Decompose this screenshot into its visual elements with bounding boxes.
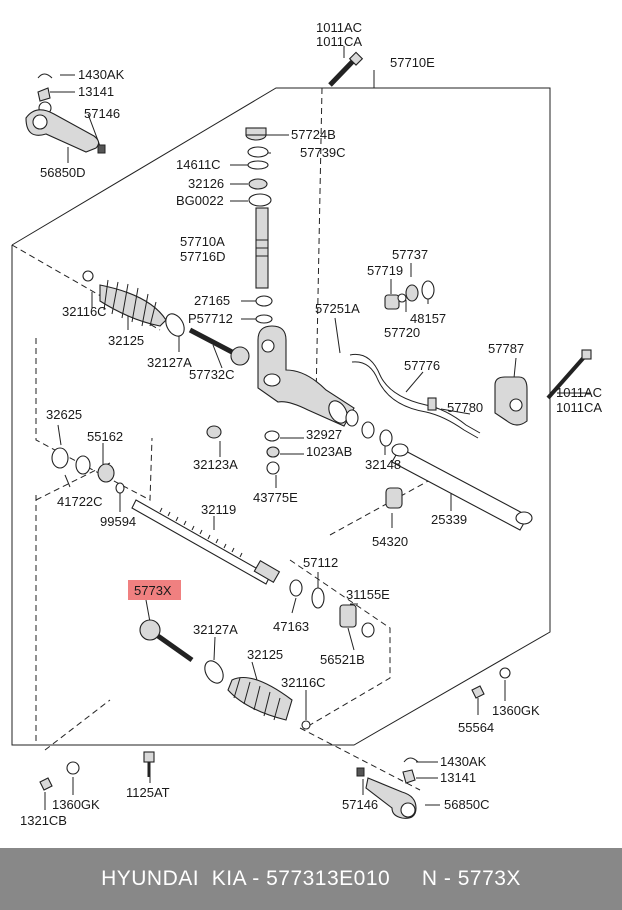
label-bg0022: BG0022: [176, 193, 224, 208]
label-1430ak-top: 1430AK: [78, 67, 125, 82]
label-32119: 32119: [201, 502, 236, 517]
label-32123a: 32123A: [193, 457, 238, 472]
label-1125at: 1125AT: [126, 785, 170, 800]
label-57720: 57720: [384, 325, 420, 340]
label-32116c-top: 32116C: [62, 304, 107, 319]
footer-bar: HYUNDAI KIA - 577313E010 N - 5773X: [0, 848, 622, 910]
label-32125-top: 32125: [108, 333, 144, 348]
label-57146-top: 57146: [84, 106, 120, 121]
label-54320: 54320: [372, 534, 408, 549]
label-57737: 57737: [392, 247, 428, 262]
label-31155e: 31155E: [346, 587, 390, 602]
label-55564: 55564: [458, 720, 494, 735]
tie-rod-end-bottom: [356, 757, 419, 819]
label-1430ak-bottom: 1430AK: [440, 754, 487, 769]
label-57710a: 57710A: [180, 234, 225, 249]
yoke-parts: [384, 280, 435, 310]
boot-bottom: [204, 660, 311, 730]
label-56850c: 56850C: [444, 797, 490, 812]
pipe-assembly: [349, 353, 481, 439]
label-5773x: 5773X: [134, 583, 172, 598]
label-14611c: 14611C: [176, 157, 221, 172]
label-1011ca-right: 1011CA: [556, 400, 602, 415]
label-32127a-bottom: 32127A: [193, 622, 238, 637]
label-57251a: 57251A: [315, 301, 360, 316]
inner-tie-rod-bottom: [139, 619, 194, 663]
steering-gear-exploded-diagram: 1011AC 1011CA 57710E 1430AK 13141 57146 …: [11, 20, 602, 828]
lower-right-nuts: [471, 667, 511, 699]
tie-rod-end-top: [25, 73, 106, 154]
boot-top: [82, 270, 185, 337]
part-labels: 1011AC 1011CA 57710E 1430AK 13141 57146 …: [20, 20, 602, 828]
lower-right-parts: [289, 579, 375, 638]
label-55162: 55162: [87, 429, 123, 444]
label-1011ac-top: 1011AC: [316, 20, 362, 35]
label-32625: 32625: [46, 407, 82, 422]
label-57739c: 57739C: [300, 145, 346, 160]
label-1011ca-top: 1011CA: [316, 34, 362, 49]
label-57724b: 57724B: [291, 127, 336, 142]
label-57716d: 57716D: [180, 249, 226, 264]
label-32125-bottom: 32125: [247, 647, 283, 662]
label-1360gk-right: 1360GK: [492, 703, 540, 718]
label-13141-bottom: 13141: [440, 770, 476, 785]
label-32127a-top: 32127A: [147, 355, 192, 370]
label-57146-bottom: 57146: [342, 797, 378, 812]
label-57719: 57719: [367, 263, 403, 278]
bottom-left-fasteners: [39, 751, 155, 791]
label-1321cb: 1321CB: [20, 813, 67, 828]
label-57112: 57112: [303, 555, 338, 570]
label-57787: 57787: [488, 341, 524, 356]
footer-text: HYUNDAI KIA - 577313E010 N - 5773X: [101, 867, 521, 890]
highlight-box: [128, 580, 181, 600]
label-56521b: 56521B: [320, 652, 365, 667]
label-1023ab: 1023AB: [306, 444, 352, 459]
left-small-parts: [51, 447, 125, 494]
bolt-top: [328, 51, 364, 87]
label-1360gk-left: 1360GK: [52, 797, 100, 812]
label-1011ac-right: 1011AC: [556, 385, 602, 400]
pinion-stack: [245, 127, 273, 324]
label-32927: 32927: [306, 427, 342, 442]
label-57780: 57780: [447, 400, 483, 415]
inner-tie-rod-top: [188, 327, 250, 366]
label-43775e: 43775E: [253, 490, 298, 505]
label-p57712: P57712: [188, 311, 233, 326]
gear-housing: [257, 325, 355, 427]
bracket-right: [494, 349, 592, 426]
label-57732c: 57732C: [189, 367, 235, 382]
label-57710e: 57710E: [390, 55, 435, 70]
middle-small-parts: [206, 409, 403, 509]
label-47163: 47163: [273, 619, 309, 634]
rack-bar: [131, 499, 281, 585]
label-41722c: 41722C: [57, 494, 103, 509]
label-48157: 48157: [410, 311, 446, 326]
label-56850d: 56850D: [40, 165, 86, 180]
label-57776: 57776: [404, 358, 440, 373]
label-32148: 32148: [365, 457, 401, 472]
label-25339: 25339: [431, 512, 467, 527]
label-99594: 99594: [100, 514, 136, 529]
label-32126: 32126: [188, 176, 224, 191]
label-27165: 27165: [194, 293, 230, 308]
label-13141-top: 13141: [78, 84, 114, 99]
label-32116c-bottom: 32116C: [281, 675, 326, 690]
housing-tube: [391, 443, 533, 531]
